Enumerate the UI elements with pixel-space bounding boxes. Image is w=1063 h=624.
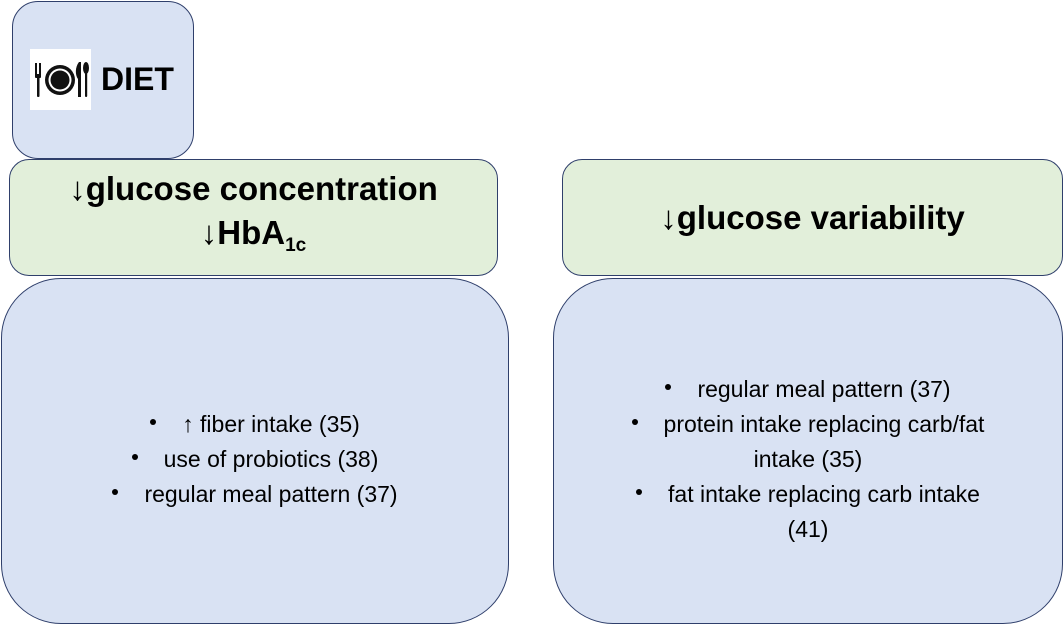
list-item-text-continuation: (41) (787, 515, 829, 542)
list-item: fat intake replacing carb intake (41) (578, 477, 1038, 547)
glucose-variability-text: glucose variability (676, 198, 965, 236)
down-arrow-icon: ↓ (660, 198, 677, 236)
down-arrow-icon: ↓ (200, 214, 218, 251)
list-item-text: regular meal pattern (37) (697, 375, 951, 402)
list-item: ↑ fiber intake (35) (112, 407, 397, 442)
list-item: protein intake replacing carb/fat intake… (578, 407, 1038, 477)
bullet-icon (631, 419, 638, 426)
diet-box: DIET (12, 1, 194, 159)
glucose-variability-header: ↓glucose variability (562, 159, 1063, 276)
glucose-variability-title: ↓glucose variability (660, 196, 964, 240)
hba1c-title: ↓HbA1c (201, 211, 306, 268)
glucose-concentration-list-box: ↑ fiber intake (35) use of probiotics (3… (1, 278, 509, 624)
glucose-concentration-header: ↓glucose concentration ↓HbA1c (9, 159, 498, 276)
bullet-icon (131, 454, 138, 461)
list-item: use of probiotics (38) (112, 442, 397, 477)
glucose-variability-list-box: regular meal pattern (37) protein intake… (553, 278, 1063, 624)
list-item-text: fat intake replacing carb intake (668, 480, 980, 507)
up-arrow-icon: ↑ (182, 410, 194, 437)
list-item: regular meal pattern (37) (578, 372, 1038, 407)
list-item-text-continuation: intake (35) (753, 445, 863, 472)
list-item-text: protein intake replacing carb/fat (663, 410, 985, 437)
bullet-icon (112, 489, 119, 496)
list-item-text: fiber intake (35) (193, 410, 360, 437)
hba-text: HbA (217, 214, 286, 251)
list-item: regular meal pattern (37) (112, 477, 398, 512)
bullet-icon (150, 419, 157, 426)
glucose-concentration-list: ↑ fiber intake (35) use of probiotics (3… (112, 407, 398, 512)
bullet-icon (665, 384, 672, 391)
list-item-text: regular meal pattern (37) (144, 480, 398, 507)
diet-label: DIET (101, 61, 174, 97)
glucose-variability-list: regular meal pattern (37) protein intake… (578, 372, 1038, 547)
glucose-concentration-title: ↓glucose concentration (69, 167, 438, 211)
hba-subscript: 1c (285, 235, 307, 256)
glucose-concentration-text: glucose concentration (85, 170, 438, 207)
bullet-icon (636, 489, 643, 496)
plate-and-cutlery-icon (30, 49, 91, 110)
down-arrow-icon: ↓ (69, 170, 86, 207)
list-item-text: use of probiotics (38) (163, 445, 379, 472)
